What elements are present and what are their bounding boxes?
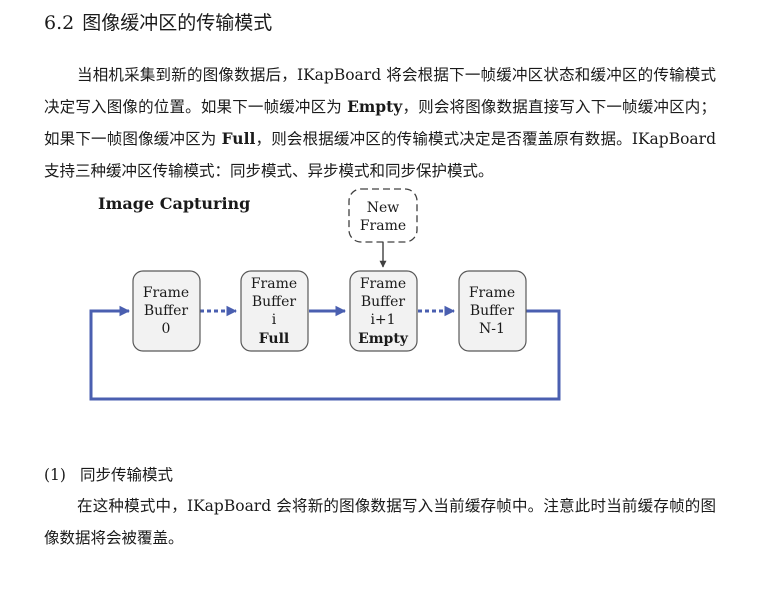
intro-bold-full: Full <box>221 129 256 148</box>
buffer-n1-line-3: N-1 <box>479 321 505 337</box>
buffer-0-line-2: Buffer <box>144 303 189 319</box>
subsection-title: 同步传输模式 <box>79 466 173 484</box>
buffer-i-line-2: Buffer <box>252 294 297 310</box>
intro-text-1: 当相机采集到新的图像数据后，IKapBoard 将会根据下一帧缓冲区状态和缓冲区… <box>44 66 716 116</box>
new-frame-line-2: Frame <box>360 218 406 234</box>
intro-text-3: ，则会根据缓冲区的传输模式决定是否覆盖原有数据。IKapBoard 支持三种缓冲… <box>44 130 716 180</box>
section-title: 图像缓冲区的传输模式 <box>82 12 273 34</box>
buffer-i-line-3: i <box>272 312 277 328</box>
buffer-i1-line-3: i+1 <box>370 312 395 328</box>
buffer-n1-line-1: Frame <box>469 285 515 301</box>
loop-arrow <box>89 305 561 401</box>
new-frame-line-1: New <box>367 200 400 216</box>
buffer-0-line-1: Frame <box>143 285 189 301</box>
subsection-heading: (1) 同步传输模式 <box>44 460 173 490</box>
frame-buffer-i-box <box>240 270 309 352</box>
buffer-n1-line-2: Buffer <box>470 303 515 319</box>
buffer-i-status: Full <box>259 331 290 347</box>
section-number: 6.2 <box>44 12 75 34</box>
buffer-i-line-1: Frame <box>251 276 297 292</box>
diagram-title: Image Capturing <box>98 194 251 213</box>
subsection-number: (1) <box>44 466 66 484</box>
subsection-paragraph: 在这种模式中，IKapBoard 会将新的图像数据写入当前缓存帧中。注意此时当前… <box>44 497 716 547</box>
intro-text-2: ，则会将图像数据直接写入下一帧缓冲区内；如果下一帧图像缓冲区为 <box>44 98 716 148</box>
frame-buffer-0-box <box>132 270 201 352</box>
intro-bold-empty: Empty <box>347 97 403 116</box>
section-heading: 6.2 图像缓冲区的传输模式 <box>44 10 272 36</box>
buffer-i1-line-2: Buffer <box>361 294 406 310</box>
buffer-i1-line-1: Frame <box>360 276 406 292</box>
frame-buffer-i1-box <box>349 270 418 352</box>
buffer-i1-status: Empty <box>358 331 409 347</box>
intro-paragraph: 当相机采集到新的图像数据后，IKapBoard 将会根据下一帧缓冲区状态和缓冲区… <box>44 59 716 187</box>
frame-buffer-n1-box <box>458 270 527 352</box>
buffer-0-line-3: 0 <box>162 321 171 337</box>
